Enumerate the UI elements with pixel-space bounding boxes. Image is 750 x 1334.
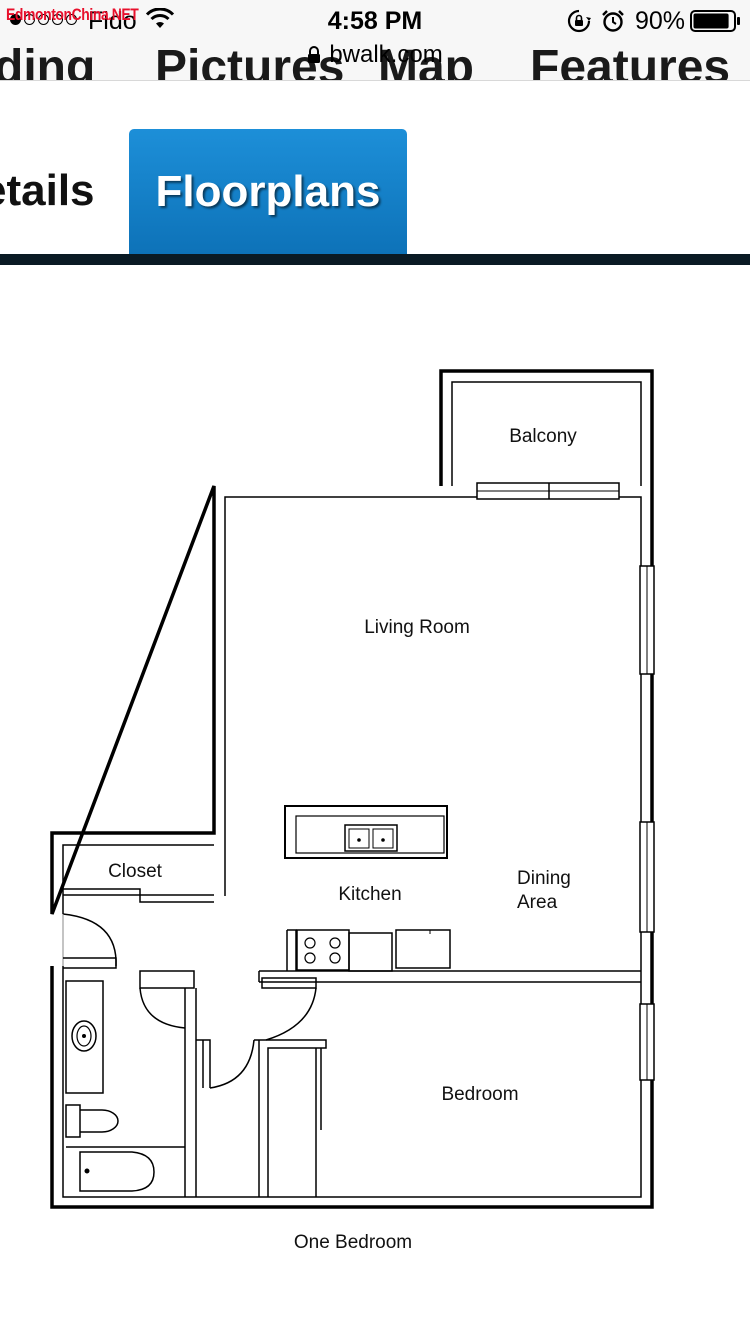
- wifi-icon: [145, 8, 175, 28]
- lock-icon: [308, 46, 321, 63]
- tab-floorplans-label: Floorplans: [155, 167, 381, 216]
- tab-bar: etails Floorplans: [0, 81, 750, 255]
- floorplan-image: Balcony Living Room Closet Kitchen Dinin…: [50, 369, 655, 1253]
- url-text: bwalk.com: [329, 41, 443, 68]
- room-label-living-room: Living Room: [364, 617, 470, 638]
- tab-floorplans[interactable]: Floorplans: [129, 129, 407, 255]
- room-label-closet: Closet: [108, 861, 163, 882]
- battery-icon: [690, 10, 740, 32]
- room-label-balcony: Balcony: [509, 426, 577, 447]
- clock: 4:58 PM: [327, 7, 423, 35]
- room-label-dining-line1: Dining: [517, 868, 571, 889]
- room-label-bedroom: Bedroom: [441, 1084, 518, 1105]
- rotation-lock-icon: [567, 9, 591, 33]
- url-bar[interactable]: bwalk.com: [0, 40, 750, 70]
- room-label-kitchen: Kitchen: [338, 884, 401, 905]
- status-bar: ding Pictures Map Features Fido Edmonton…: [0, 0, 750, 81]
- carrier-name: Fido: [88, 7, 137, 35]
- floorplan-title: One Bedroom: [294, 1232, 412, 1253]
- room-label-dining-line2: Area: [517, 892, 558, 913]
- battery-percent: 90%: [635, 7, 686, 35]
- tab-details[interactable]: etails: [0, 166, 95, 215]
- tab-underline: [0, 254, 750, 265]
- alarm-icon: [602, 10, 624, 32]
- watermark-text: EdmontonChina.NET: [6, 5, 139, 24]
- signal-strength-icon: [10, 14, 77, 25]
